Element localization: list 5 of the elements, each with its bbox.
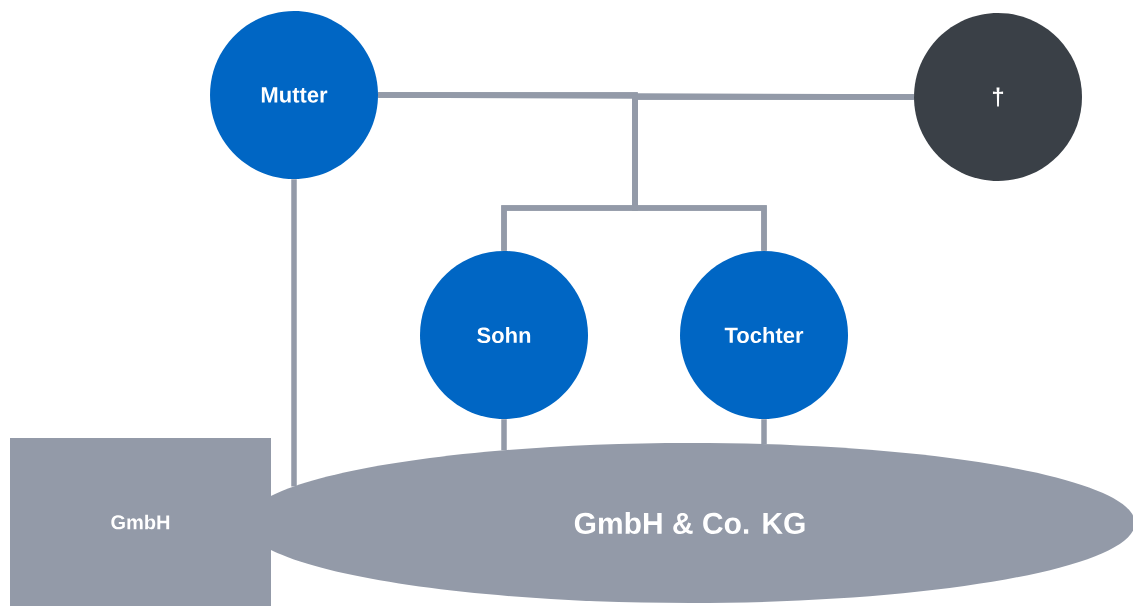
connector-line: [501, 419, 507, 451]
connector-line: [761, 419, 767, 445]
company-box: GmbH: [10, 438, 271, 606]
connector-line: [632, 94, 914, 251]
connector-line: [291, 179, 297, 487]
